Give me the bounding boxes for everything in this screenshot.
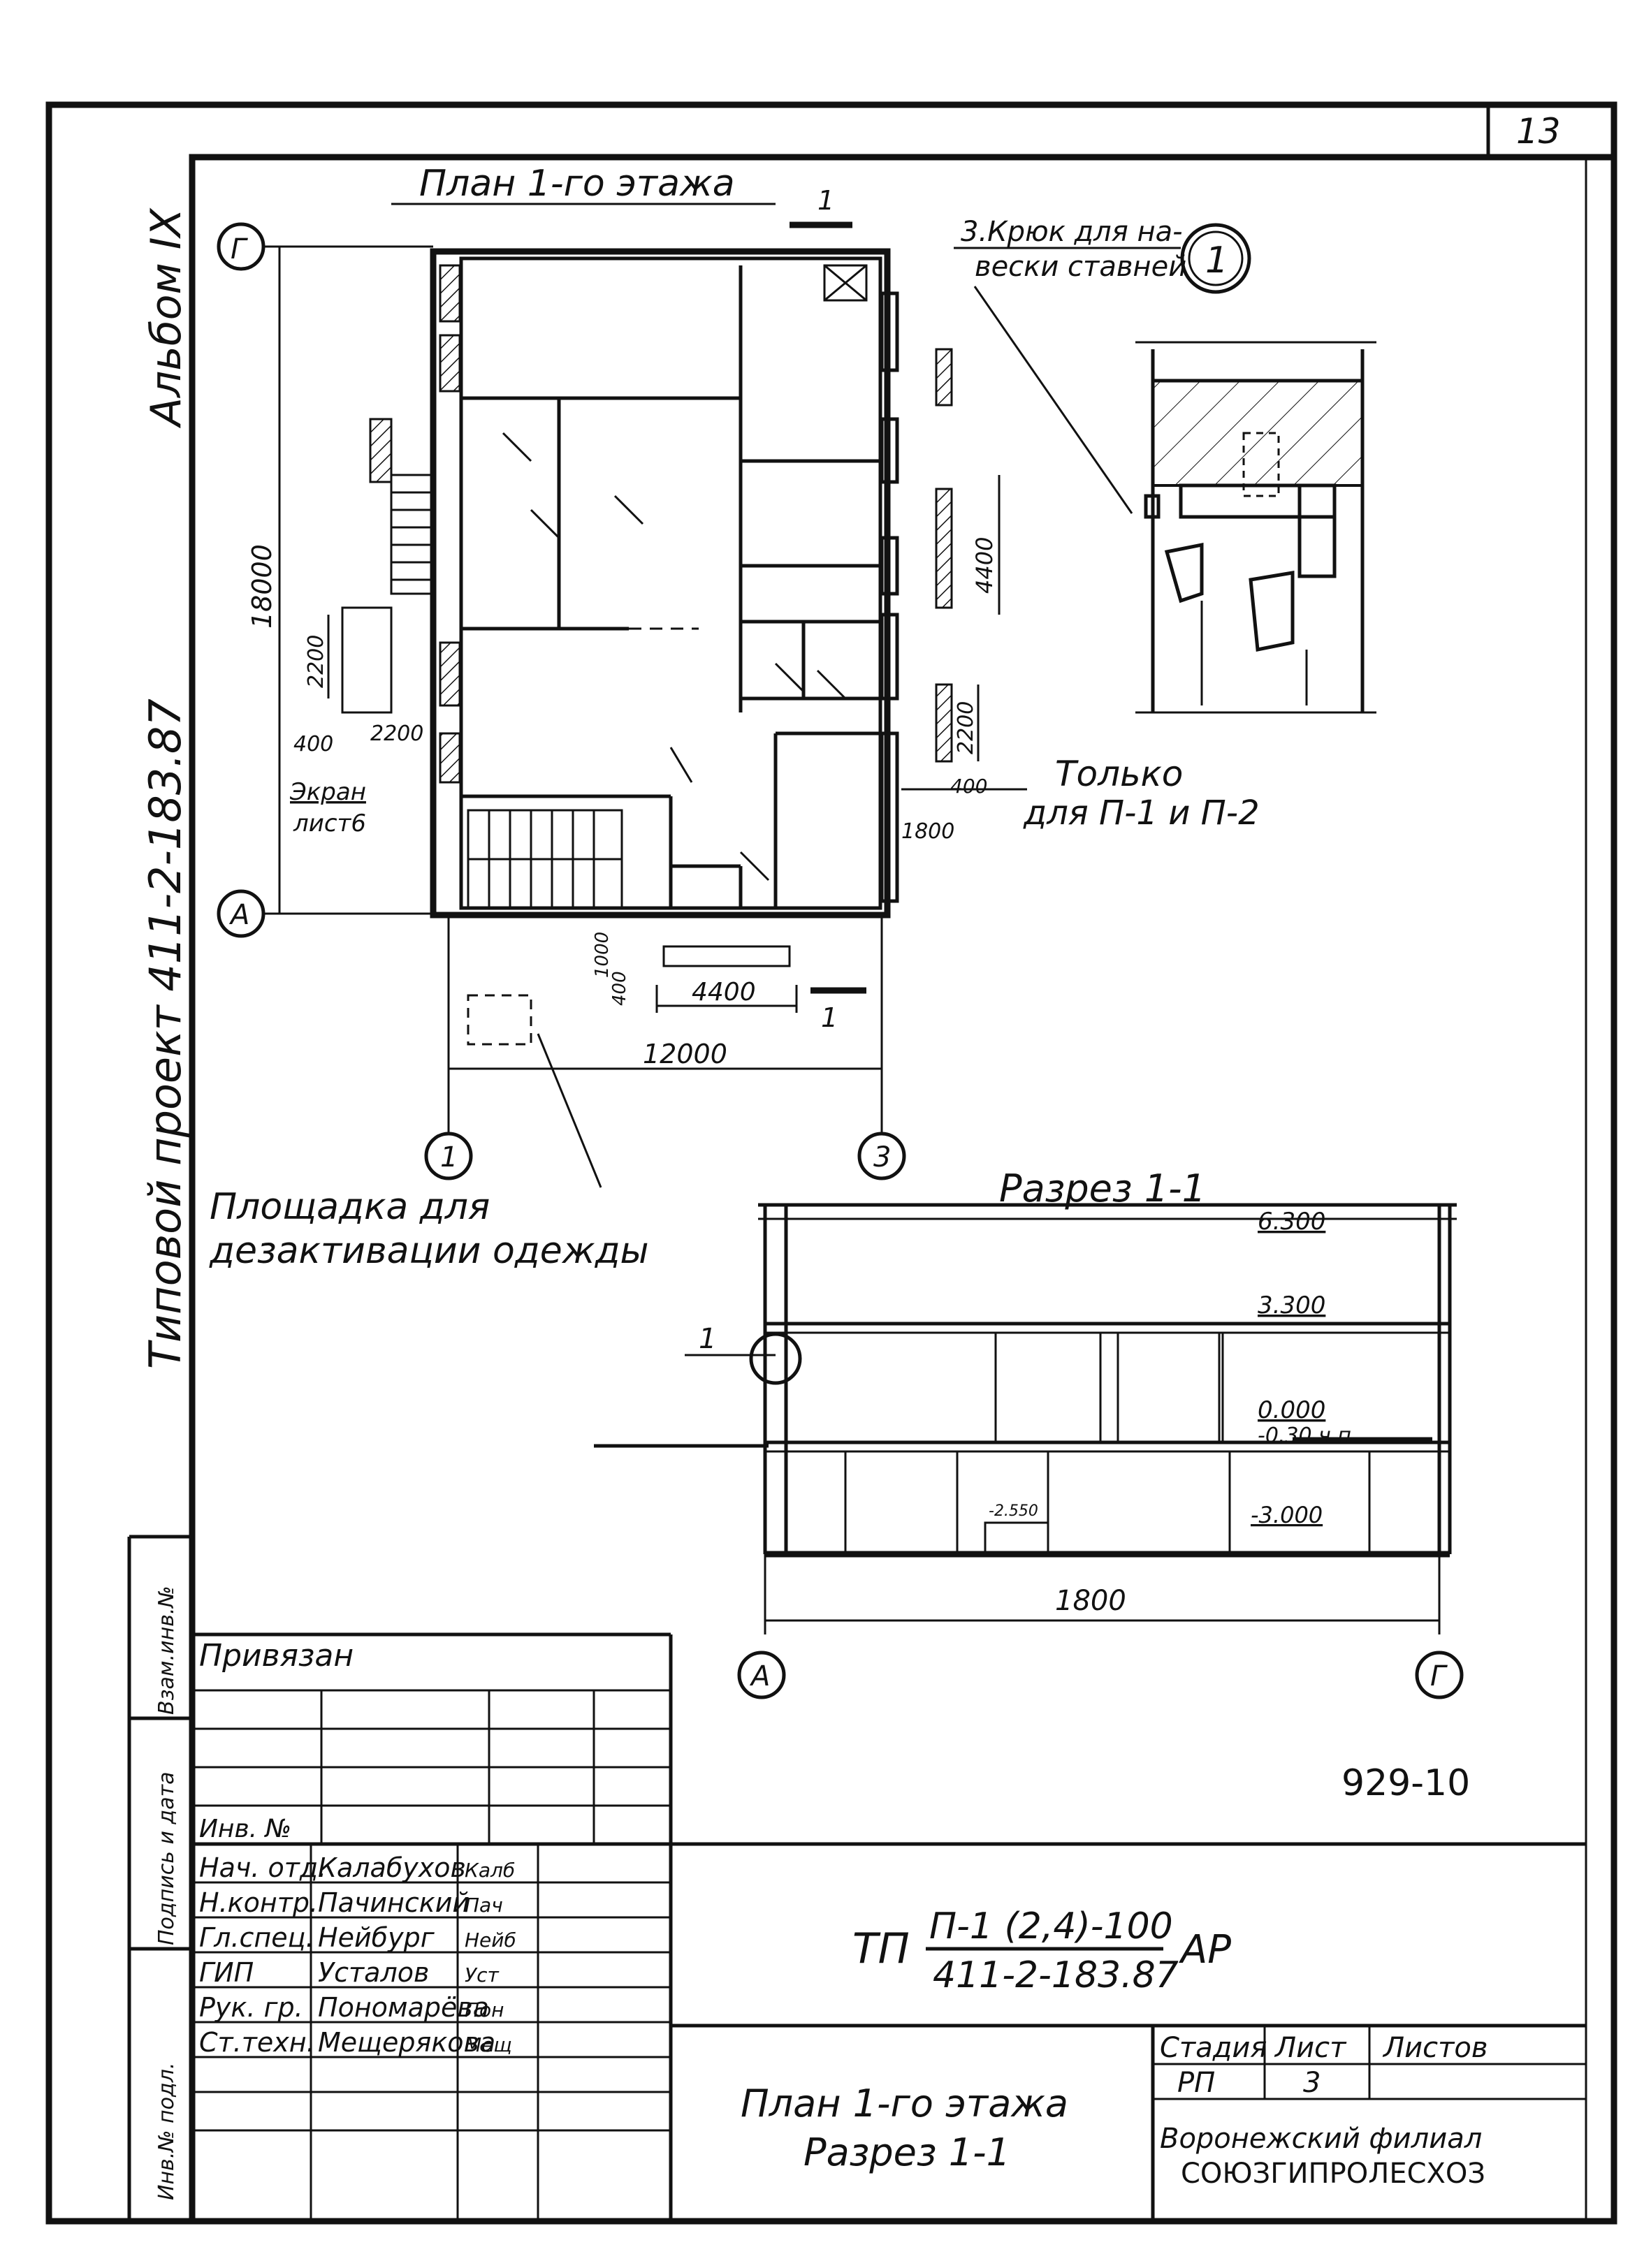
svg-text:12000: 12000 [643, 1039, 727, 1069]
svg-text:-2.550: -2.550 [989, 1502, 1038, 1520]
svg-text:1000: 1000 [592, 932, 613, 978]
side-label-1: Взам.инв.№ [154, 1586, 179, 1715]
svg-text:А: А [228, 899, 249, 931]
project-label: Типовой проект 411-2-183.87 [140, 698, 191, 1369]
svg-text:Пач: Пач [465, 1894, 503, 1917]
svg-text:2200: 2200 [304, 635, 328, 688]
svg-text:Г: Г [231, 233, 248, 265]
floor-plan: План 1-го этажа [341, 163, 953, 1188]
svg-text:2200: 2200 [954, 701, 978, 754]
svg-text:3.300: 3.300 [1258, 1292, 1325, 1319]
svg-text:-0.30 ч п: -0.30 ч п [1258, 1424, 1351, 1448]
bound-label: Привязан [199, 1638, 354, 1674]
svg-text:3: 3 [873, 1141, 891, 1173]
sheet-title-2: Разрез 1-1 [803, 2130, 1010, 2174]
sheet-number: 13 [1516, 111, 1561, 152]
svg-text:Гл.спец.: Гл.спец. [199, 1922, 314, 1953]
shutter-hook-detail: 3.Крюк для на- вески ставней 1 [954, 216, 1376, 714]
only-note-2: для П-1 и П-2 [1023, 793, 1260, 833]
svg-text:Нач. отд.: Нач. отд. [199, 1852, 326, 1883]
plan-section-mark: 1 1 [790, 185, 866, 1033]
detail-callout-1: 3.Крюк для на- [961, 216, 1183, 248]
svg-text:400: 400 [293, 732, 333, 756]
svg-text:0.000: 0.000 [1258, 1396, 1325, 1424]
svg-text:АР: АР [1179, 1927, 1231, 1973]
sheet-title-1: План 1-го этажа [741, 2082, 1068, 2126]
platform-note-1: Площадка для [210, 1186, 490, 1228]
svg-text:Уст: Уст [465, 1963, 499, 1987]
svg-text:Пачинский: Пачинский [318, 1887, 470, 1918]
svg-text:2200: 2200 [370, 722, 423, 746]
svg-text:Усталов: Усталов [318, 1957, 429, 1988]
title-block [127, 1535, 1586, 2221]
svg-text:Пономарёва: Пономарёва [318, 1992, 489, 2023]
svg-text:Калб: Калб [465, 1859, 515, 1882]
svg-text:Н.контр.: Н.контр. [199, 1887, 318, 1918]
svg-text:400: 400 [609, 971, 630, 1006]
section-axis-G: Г [1415, 1651, 1464, 1699]
side-label-3: Инв.№ подл. [154, 2063, 179, 2200]
svg-text:1: 1 [1205, 240, 1228, 281]
svg-text:4400: 4400 [971, 537, 998, 594]
section-1-1: Разрез 1-1 6.300 3.300 0.000 -0.30 ч п -… [594, 1166, 1457, 1634]
svg-text:Пон: Пон [465, 1998, 504, 2021]
svg-text:1800: 1800 [901, 819, 954, 844]
header-stage: Стадия [1160, 2032, 1267, 2064]
album-label: Альбом IX [142, 207, 191, 429]
role-rows: Нач. отд. Калабухов Калб Н.контр. Пачинс… [199, 1852, 516, 2058]
svg-text:400: 400 [950, 775, 987, 798]
plan-dimensions: 18000 2200 400 2200 4400 2200 400 1800 1… [247, 247, 1001, 1070]
plan-axis-1: 1 [424, 915, 473, 1180]
svg-text:411-2-183.87: 411-2-183.87 [933, 1954, 1179, 1996]
svg-text:1: 1 [699, 1323, 716, 1355]
svg-text:1: 1 [440, 1141, 458, 1173]
section-axis-A: А [737, 1651, 786, 1699]
header-sheet: Лист [1274, 2032, 1347, 2064]
detail-callout-2: вески ставней [975, 251, 1186, 283]
value-sheet: 3 [1303, 2067, 1321, 2099]
svg-text:П-1 (2,4)-100: П-1 (2,4)-100 [929, 1905, 1173, 1947]
header-sheets: Листов [1382, 2032, 1488, 2064]
plan-axis-A: А [217, 889, 433, 938]
svg-text:Нейб: Нейб [465, 1929, 516, 1952]
svg-text:4400: 4400 [692, 978, 756, 1007]
svg-text:6.300: 6.300 [1258, 1208, 1325, 1236]
svg-text:Мещерякова: Мещерякова [318, 2027, 495, 2058]
side-label-2: Подпись и дата [154, 1772, 179, 1946]
drawing-code: 929-10 [1341, 1762, 1470, 1804]
svg-text:Мещ: Мещ [465, 2033, 512, 2056]
svg-text:Рук. гр.: Рук. гр. [199, 1992, 303, 2023]
screen-note-1: Экран [289, 778, 366, 806]
svg-text:ГИП: ГИП [199, 1957, 254, 1988]
plan-axis-3: 3 [857, 915, 906, 1180]
svg-text:ТП: ТП [852, 1924, 910, 1973]
platform-note-2: дезактивации одежды [209, 1230, 649, 1272]
svg-text:Калабухов: Калабухов [318, 1852, 466, 1883]
svg-text:1: 1 [821, 1002, 838, 1033]
svg-text:18000: 18000 [247, 544, 277, 629]
svg-text:Г: Г [1430, 1660, 1448, 1692]
plan-axis-G: Г [217, 222, 433, 271]
project-designation: ТП П-1 (2,4)-100 411-2-183.87 АР [852, 1905, 1231, 1996]
svg-text:Нейбург: Нейбург [318, 1922, 435, 1953]
svg-text:А: А [749, 1660, 770, 1692]
screen-note-2: лист6 [293, 810, 366, 837]
svg-text:Ст.техн.: Ст.техн. [199, 2027, 315, 2058]
svg-text:1800: 1800 [1055, 1585, 1126, 1617]
org-line-2: СОЮЗГИПРОЛЕСХОЗ [1181, 2158, 1485, 2190]
sheet-frame [45, 101, 1617, 2225]
plan-title: План 1-го этажа [419, 163, 735, 205]
inv-label: Инв. № [199, 1815, 291, 1843]
value-stage: РП [1177, 2067, 1215, 2099]
org-line-1: Воронежский филиал [1160, 2123, 1482, 2155]
svg-text:1: 1 [817, 185, 834, 216]
only-note-1: Только [1055, 754, 1183, 794]
svg-text:-3.000: -3.000 [1251, 1502, 1323, 1528]
